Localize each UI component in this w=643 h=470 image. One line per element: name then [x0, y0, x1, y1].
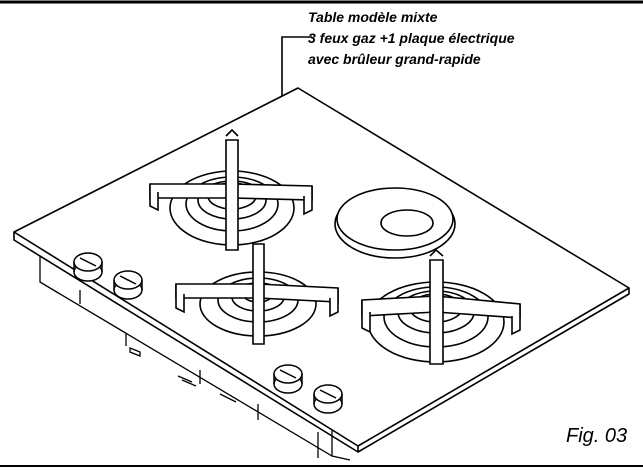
gas-burner-front-left: [175, 243, 339, 345]
figure-label: Fig. 03: [566, 425, 628, 447]
gas-burner-back-left: [149, 128, 313, 251]
callout-text: Table modèle mixte 3 feux gaz +1 plaque …: [308, 7, 515, 70]
callout-line-1: Table modèle mixte: [308, 9, 438, 25]
knob-1: [73, 252, 103, 282]
casing: [39, 256, 351, 461]
knob-2: [113, 270, 143, 300]
knob-4: [313, 384, 343, 414]
callout-line-3: avec brûleur grand-rapide: [308, 51, 481, 67]
gas-burner-right: [361, 248, 521, 365]
knob-3: [273, 364, 303, 394]
glass-top: [13, 87, 630, 453]
callout-line-2: 3 feux gaz +1 plaque électrique: [308, 30, 515, 46]
electric-plate: [334, 187, 456, 259]
